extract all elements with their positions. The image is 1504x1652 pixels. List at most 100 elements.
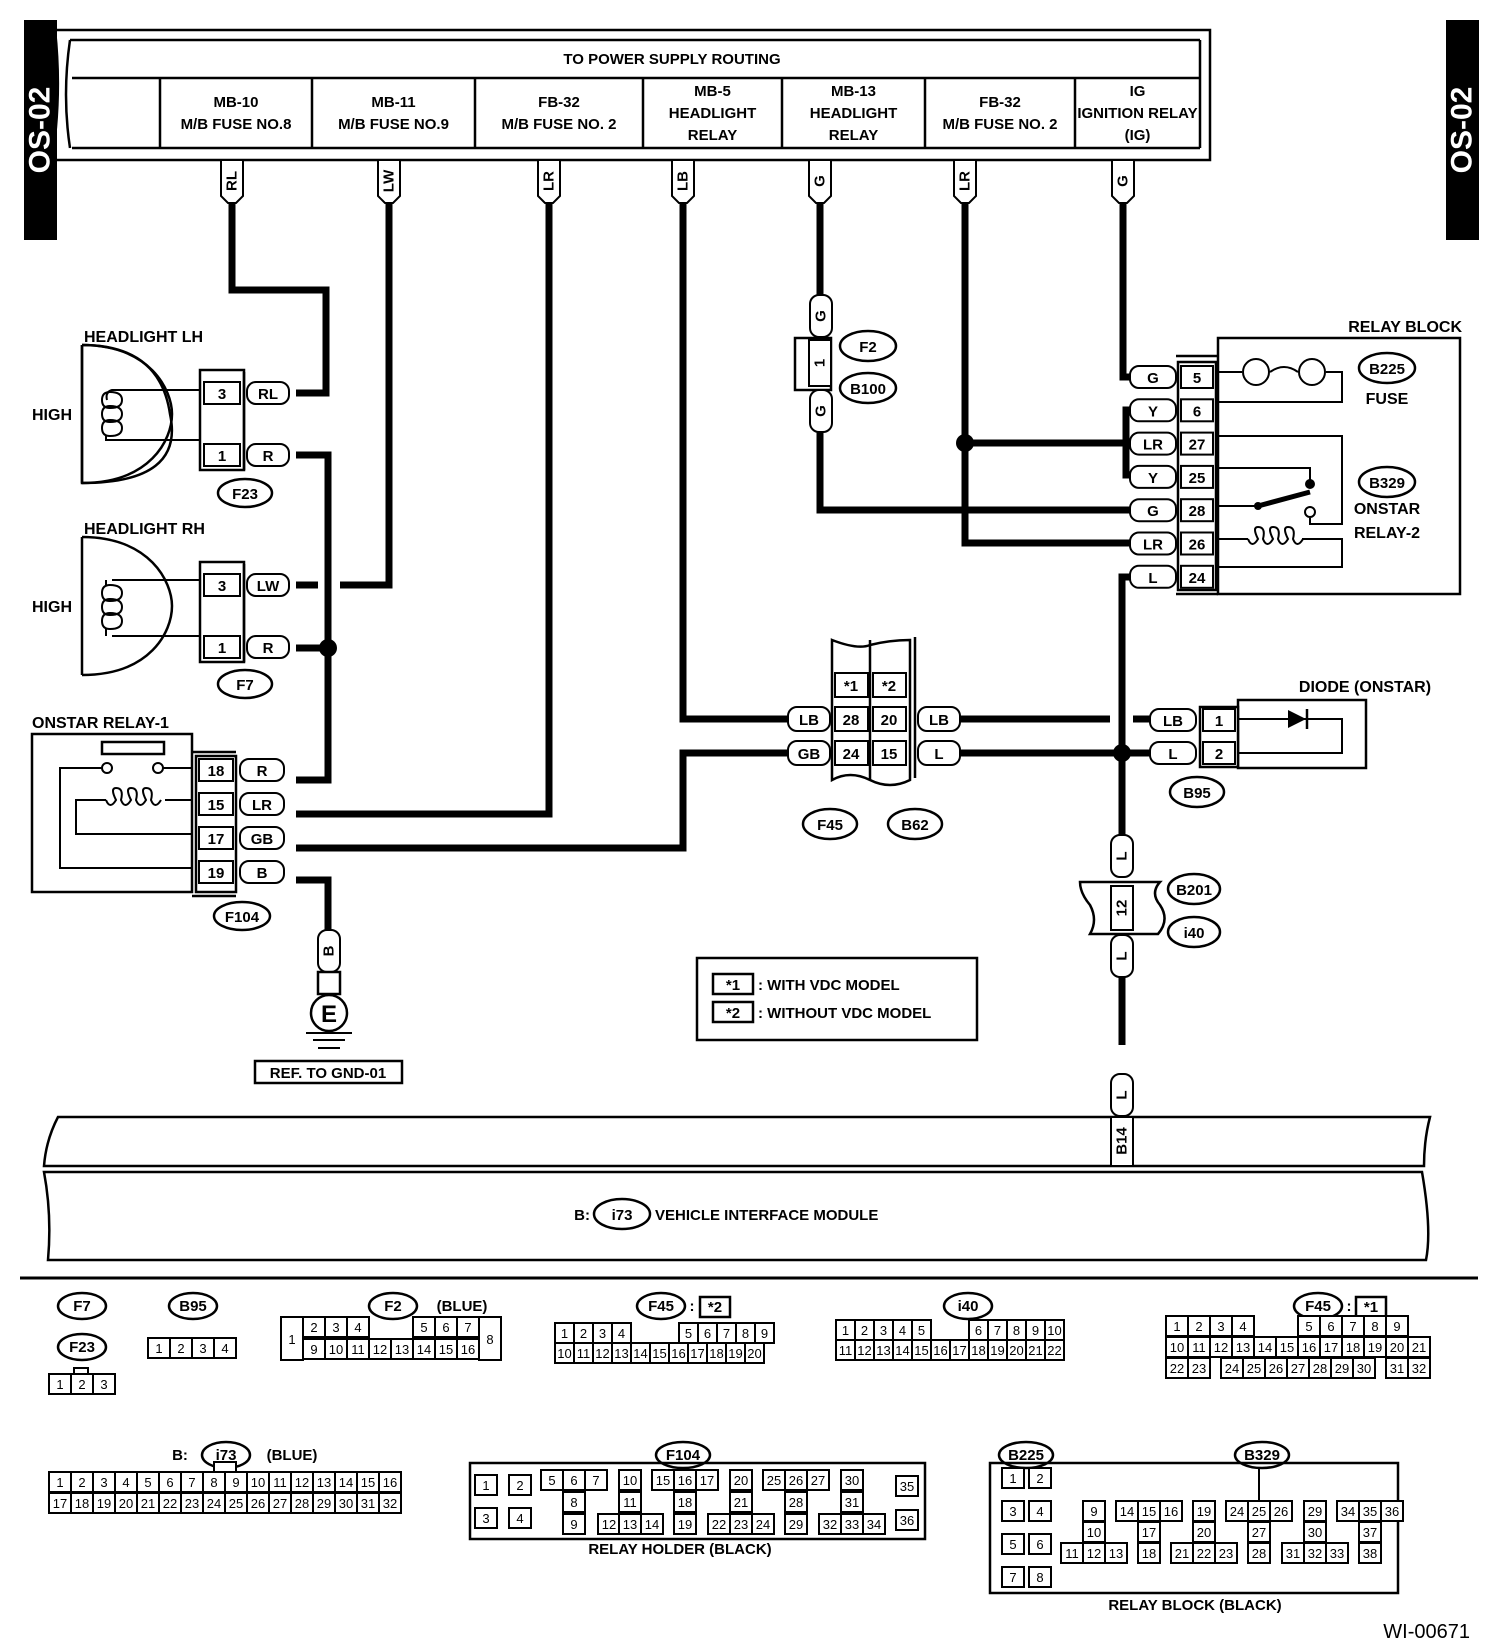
diagram-shape [917, 740, 961, 766]
label-text: G [1147, 503, 1159, 520]
label-text: 17 [690, 1346, 704, 1361]
label-text: 8 [570, 1495, 577, 1510]
label-text: 34 [1341, 1504, 1355, 1519]
diagram-shape [30, 732, 194, 894]
label-text: 17 [952, 1343, 966, 1358]
diagram-shape [1129, 398, 1177, 423]
label-text: 5 [685, 1326, 692, 1341]
label-text: 36 [900, 1513, 914, 1528]
label-text: 3 [100, 1475, 107, 1490]
diagram-shape [640, 1513, 664, 1535]
section-tab-right: OS-02 [1446, 20, 1479, 240]
diagram-shape [216, 668, 274, 700]
diagram-shape [1129, 564, 1177, 589]
label-text: 7 [723, 1326, 730, 1341]
label-text: 28 [295, 1496, 309, 1511]
label-text: GB [251, 831, 274, 848]
diagram-shape [1044, 1339, 1065, 1361]
label-text: 2 [580, 1326, 587, 1341]
label-text: 8 [486, 1332, 493, 1347]
label-text: IGNITION RELAY [1077, 105, 1197, 122]
label-text: MB-11 [371, 94, 415, 111]
label-text: 10 [251, 1475, 265, 1490]
diagram-shape [100, 740, 166, 756]
junction-dot [319, 639, 337, 657]
diagram-shape [872, 740, 907, 766]
label-text: 6 [704, 1326, 711, 1341]
label-text: 10 [557, 1346, 571, 1361]
label-text: 15 [1280, 1340, 1294, 1355]
label-text: 23 [734, 1517, 748, 1532]
connector-label-i73: i73 [612, 1207, 633, 1224]
label-text: B201 [1176, 882, 1212, 899]
label-text: 31 [1390, 1361, 1404, 1376]
wire-color-tag: RL [220, 159, 244, 204]
diagram-shape [808, 339, 832, 387]
label-text: 3 [332, 1320, 339, 1335]
label-text: *2 [708, 1299, 722, 1316]
label-text: 16 [1164, 1504, 1178, 1519]
diagram-shape [296, 200, 553, 818]
diagram-shape [584, 1469, 608, 1491]
label-text: 23 [1192, 1361, 1206, 1376]
diagram-shape [56, 1291, 108, 1321]
diagram-shape [862, 1513, 886, 1535]
label-text: LW [381, 169, 398, 192]
label-text: B100 [850, 381, 886, 398]
diagram-shape [711, 1000, 755, 1024]
label-text: : WITH VDC MODEL [758, 977, 900, 994]
label-text: 2 [78, 1475, 85, 1490]
diagram-shape [711, 972, 755, 996]
connector-f23: 3 1 RL R F23 [198, 368, 290, 509]
label-text: 1 [56, 1475, 63, 1490]
diagram-shape [1110, 834, 1134, 878]
label-text: 26 [1189, 537, 1206, 554]
diagram-shape [1180, 464, 1214, 489]
diagram-shape [1247, 525, 1304, 545]
diagram-shape [75, 799, 192, 835]
diagram-shape [1159, 1500, 1183, 1522]
label-text: HEADLIGHT [810, 105, 898, 122]
label-text: R [263, 640, 274, 657]
label-text: 16 [671, 1346, 685, 1361]
diagram-shape [64, 39, 72, 149]
label-text: 32 [383, 1496, 397, 1511]
diagram-shape [787, 740, 831, 766]
diagram-shape [840, 1469, 864, 1491]
label-text: 2 [516, 1478, 523, 1493]
label-text: 28 [789, 1495, 803, 1510]
diagram-shape [1304, 506, 1316, 518]
label-text: 25 [767, 1473, 781, 1488]
label-text: 5 [1193, 370, 1201, 387]
label-text: (BLUE) [267, 1447, 318, 1464]
diagram-shape [868, 637, 917, 780]
diagram-shape [1180, 531, 1214, 556]
diagram-shape [105, 436, 115, 441]
label-text: 27 [273, 1496, 287, 1511]
label-text: 12 [373, 1342, 387, 1357]
label-text: 22 [163, 1496, 177, 1511]
label-text: 16 [678, 1473, 692, 1488]
diagram-shape [801, 807, 859, 841]
diagram-shape [508, 1474, 532, 1496]
label-text: 1 [812, 359, 829, 367]
label-text: 3 [482, 1511, 489, 1526]
diagram-shape [198, 758, 234, 782]
label-text: RELAY [829, 127, 878, 144]
relay-coil-icon [1218, 525, 1343, 568]
label-text: 20 [1009, 1343, 1023, 1358]
diagram-shape [592, 1197, 652, 1231]
connector-label-b329: B329 [1369, 475, 1405, 492]
label-text: 21 [734, 1495, 748, 1510]
label-text: *2 [726, 1005, 740, 1022]
label-text: 20 [747, 1346, 761, 1361]
wire-color-tag: LB [671, 159, 695, 204]
diagram-shape [1001, 1467, 1025, 1489]
diagram-shape [695, 956, 979, 1042]
wire-color-tag: LR [953, 159, 977, 204]
